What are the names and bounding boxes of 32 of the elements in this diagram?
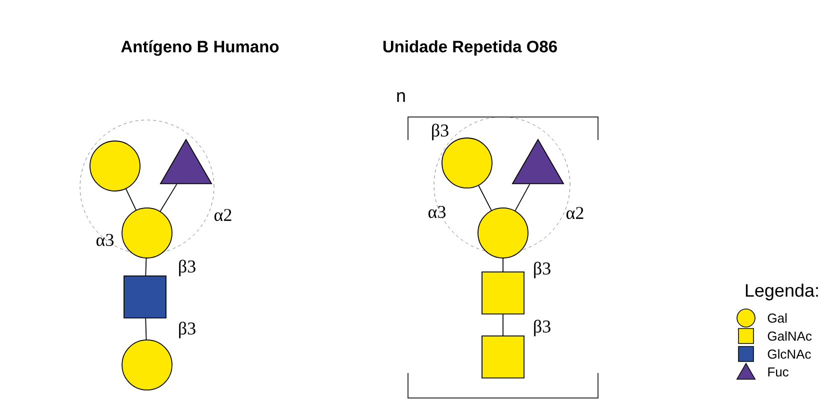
legend-label: Fuc: [768, 367, 789, 377]
linkage-line: [502, 258, 504, 272]
heading: Antígeno B Humano: [121, 40, 279, 56]
circle-symbol: [122, 208, 172, 258]
linkage-label: α3: [96, 234, 114, 246]
square-symbol: [124, 276, 166, 318]
linkage-line: [514, 184, 530, 212]
linkage-label: β3: [534, 320, 550, 336]
linkage-line: [160, 184, 178, 212]
circle-symbol: [90, 140, 140, 192]
linkage-label: α3: [428, 206, 446, 218]
square-symbol: [482, 336, 524, 378]
linkage-label: β3: [432, 124, 448, 140]
circle-symbol: [478, 208, 528, 258]
linkage-line: [502, 314, 504, 336]
linkage-label: β3: [534, 262, 550, 278]
repeat-label: n: [397, 92, 405, 102]
legend-heading: Legenda:: [746, 284, 818, 300]
linkage-label: β3: [179, 322, 196, 338]
legend-label: Gal: [768, 313, 787, 323]
linkage-label: α2: [214, 208, 232, 222]
square-symbol: [482, 272, 524, 314]
linkage-line: [145, 258, 147, 276]
linkage-line: [145, 318, 147, 340]
legend-label: GlcNAc: [768, 349, 811, 359]
legend-label: GalNAc: [768, 331, 812, 341]
linkage-line: [478, 185, 492, 211]
linkage-label: α2: [566, 206, 584, 220]
heading: Unidade Repetida O86: [383, 40, 557, 56]
circle-symbol: [122, 340, 172, 390]
linkage-line: [126, 188, 136, 210]
linkage-label: β3: [179, 260, 196, 276]
